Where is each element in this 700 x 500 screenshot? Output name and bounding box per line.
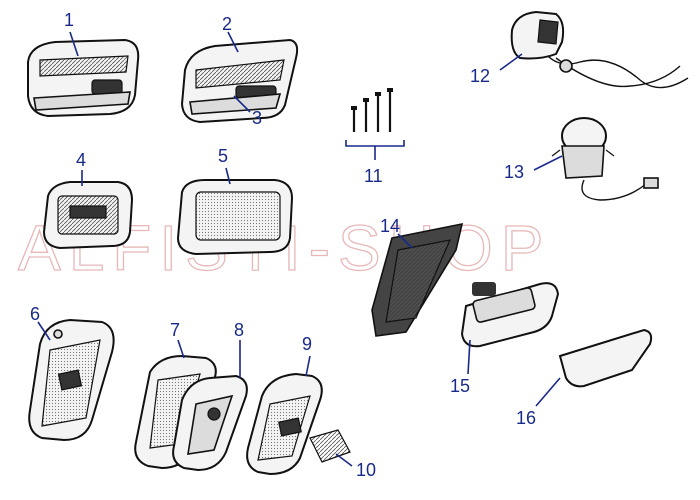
part-6-lamp: [28, 318, 115, 442]
callout-3: 3: [252, 108, 262, 128]
part-2-3-lamp: [180, 38, 299, 124]
callout-labels: 1 2 3 4 5 6 7 8 9 10 11 12 13 14 15 16: [30, 10, 536, 480]
callout-13: 13: [504, 162, 524, 182]
callout-14: 14: [380, 216, 400, 236]
part-1-lamp: [27, 38, 140, 118]
callout-7: 7: [170, 320, 180, 340]
part-16-lens-plate: [558, 328, 653, 388]
part-10-lens: [309, 429, 351, 463]
callout-16: 16: [516, 408, 536, 428]
callout-9: 9: [302, 334, 312, 354]
part-4-lamp: [42, 181, 134, 250]
callout-10: 10: [356, 460, 376, 480]
part-9-lamp: [246, 372, 323, 476]
callout-11: 11: [364, 166, 383, 186]
leader-lines: [37, 31, 563, 467]
callout-1: 1: [64, 10, 74, 30]
part-11-screws: [345, 88, 405, 160]
callout-15: 15: [450, 376, 470, 396]
part-8-frame: [172, 374, 248, 472]
part-15-side-indicator: [460, 282, 560, 348]
callout-4: 4: [76, 150, 86, 170]
part-12-plate-lamp: [510, 10, 689, 89]
part-13-lamp-bracket: [551, 117, 659, 201]
part-5-lamp: [176, 179, 294, 256]
callout-2: 2: [222, 14, 232, 34]
part-14-seal: [371, 222, 464, 337]
callout-6: 6: [30, 304, 40, 324]
callout-5: 5: [218, 146, 228, 166]
callout-12: 12: [470, 66, 490, 86]
callout-8: 8: [234, 320, 244, 340]
